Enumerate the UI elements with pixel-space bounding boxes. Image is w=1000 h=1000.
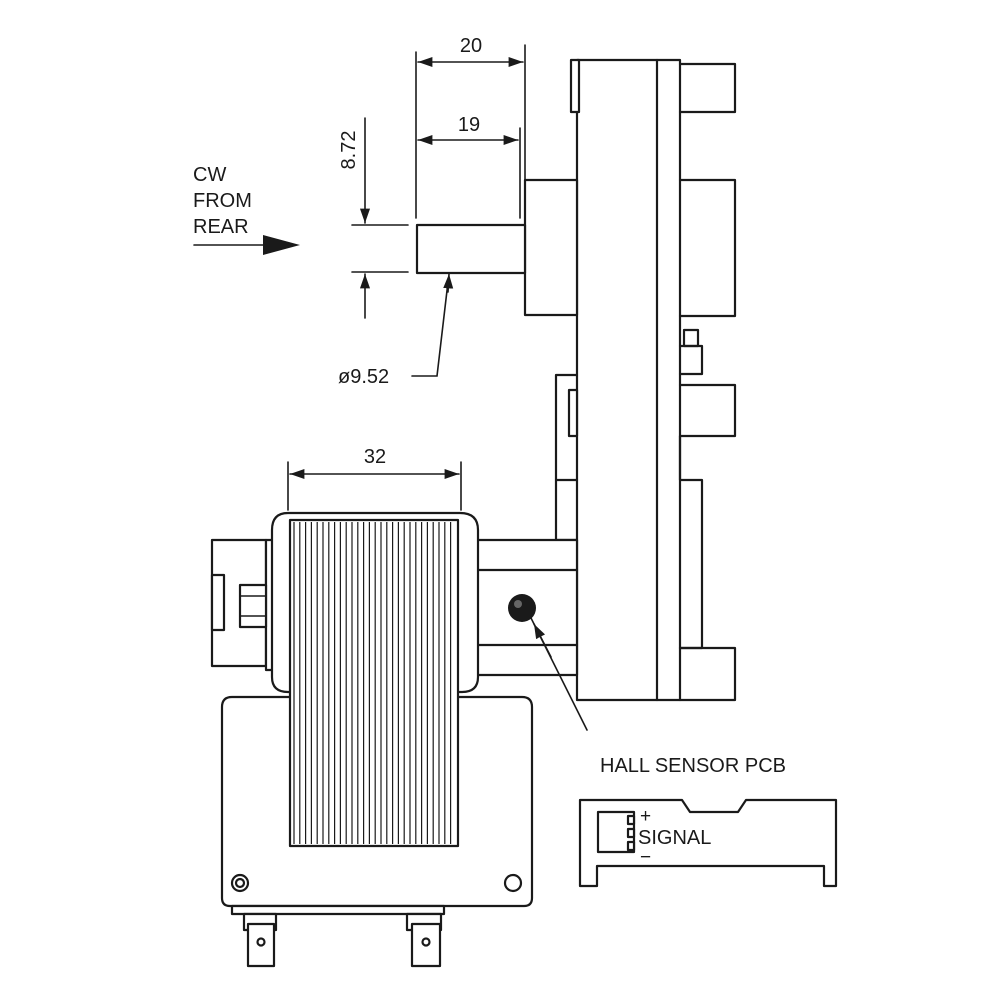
output-hub bbox=[523, 178, 579, 317]
base-mount-hole-left bbox=[230, 873, 250, 893]
motor bbox=[210, 511, 579, 968]
gearbox-bolt-head bbox=[682, 328, 700, 348]
hall-sensor-leader-arrow bbox=[533, 623, 552, 658]
gearbox-top-flange bbox=[678, 62, 737, 114]
gearbox-left-step bbox=[554, 373, 579, 482]
shaft-body bbox=[415, 223, 527, 275]
dim-19-label: 19 bbox=[458, 114, 480, 136]
pcb-pin-signal-label: SIGNAL bbox=[638, 827, 711, 849]
stator-laminations bbox=[288, 518, 460, 848]
pcb-pin-3 bbox=[626, 840, 636, 852]
dimensions: 20 19 8.72 ø9.52 32 bbox=[287, 35, 526, 511]
terminal-right-hole bbox=[421, 937, 431, 947]
dim-872-label: 8.72 bbox=[338, 131, 360, 170]
rotation-line-1: CW bbox=[193, 164, 226, 186]
gearbox-left-tab bbox=[567, 388, 579, 438]
terminal-right-blade bbox=[410, 922, 442, 968]
gearbox-housing bbox=[575, 58, 682, 702]
rotation-note: CW FROM REAR bbox=[193, 164, 300, 255]
hall-sensor-title: HALL SENSOR PCB bbox=[600, 755, 786, 777]
pcb-pin-minus-label: − bbox=[640, 847, 651, 868]
hall-sensor-callout: HALL SENSOR PCB + SIGNAL − bbox=[530, 617, 838, 888]
rotation-line-3: REAR bbox=[193, 216, 249, 238]
output-shaft bbox=[415, 223, 527, 275]
rotation-arrow-head bbox=[263, 235, 300, 255]
motor-nut bbox=[238, 583, 268, 629]
motor-left-cap bbox=[210, 573, 226, 632]
gearbox-bolt-body bbox=[678, 344, 704, 376]
hall-sensor-highlight bbox=[514, 600, 522, 608]
diameter-label: ø9.52 bbox=[338, 366, 389, 388]
terminal-left-hole bbox=[256, 937, 266, 947]
diameter-leader-arrow bbox=[443, 273, 454, 293]
gearbox-top-lip bbox=[569, 58, 581, 114]
pcb-outline bbox=[578, 798, 838, 888]
gearbox-bottom-flange bbox=[678, 646, 737, 702]
dim-20-label: 20 bbox=[460, 35, 482, 57]
terminal-left bbox=[242, 912, 278, 968]
terminal-strip bbox=[230, 904, 446, 916]
terminal-left-blade bbox=[246, 922, 276, 968]
base-mount-hole-right bbox=[503, 873, 523, 893]
gearbox-left-lower-step bbox=[554, 478, 579, 542]
rotation-line-2: FROM bbox=[193, 190, 252, 212]
base-mount-hole-left-inner bbox=[234, 877, 246, 889]
pcb-pin-1 bbox=[626, 814, 636, 826]
hall-sensor-puck bbox=[508, 594, 536, 622]
gearbox-lower-flange bbox=[678, 383, 737, 438]
terminal-right bbox=[405, 912, 443, 968]
diameter-leader bbox=[411, 281, 449, 377]
gearbox-middle-flange bbox=[678, 178, 737, 318]
pcb-pin-plus-label: + bbox=[640, 806, 651, 827]
lamination-fins bbox=[293, 522, 452, 844]
pcb-pin-2 bbox=[626, 827, 636, 839]
gearbox bbox=[523, 58, 737, 702]
dim-32-label: 32 bbox=[364, 446, 386, 468]
gearbox-side-plate bbox=[678, 434, 704, 650]
